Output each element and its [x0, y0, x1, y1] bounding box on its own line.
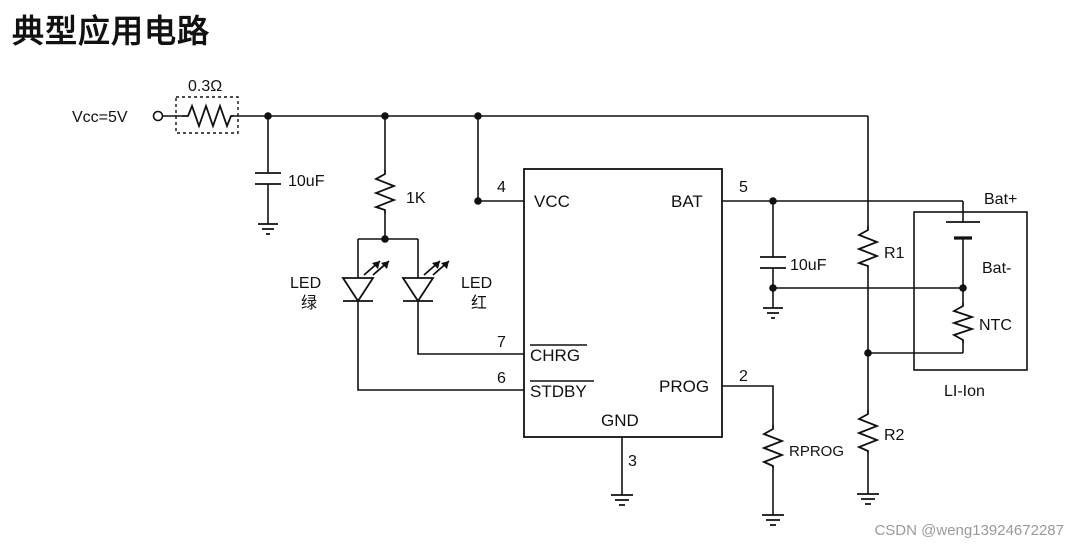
led-red: LED 红: [401, 260, 492, 312]
ground-symbol-3: [857, 493, 879, 505]
ntc-label: NTC: [979, 317, 1012, 334]
ground-symbol-2: [763, 307, 783, 319]
sense-resistor-label: 0.3Ω: [188, 78, 222, 95]
watermark: CSDN @weng13924672287: [874, 522, 1064, 539]
input-capacitor: 10uF: [255, 172, 325, 190]
battery-pack: Bat+ Bat- LI-Ion: [913, 191, 1028, 400]
led-green-label: LED: [290, 275, 321, 292]
wires: [163, 115, 964, 515]
pin-prog-label: PROG: [659, 377, 709, 396]
pin-vcc-label: VCC: [534, 192, 570, 211]
pin-bat-label: BAT: [671, 192, 703, 211]
ground-symbol-ic: [611, 494, 633, 506]
resistor-rprog: RPROG: [761, 425, 844, 468]
rprog-label: RPROG: [789, 443, 844, 460]
pin-5: 5: [739, 179, 748, 196]
pin-chrg-label: CHRG: [530, 346, 580, 365]
pin-2: 2: [739, 368, 748, 385]
resistor-r2: R2: [856, 410, 905, 453]
led-red-color: 红: [471, 294, 487, 312]
bat-minus-label: Bat-: [982, 260, 1011, 277]
r2-label: R2: [884, 427, 905, 444]
sense-resistor: 0.3Ω: [175, 78, 239, 134]
vcc-label: Vcc=5V: [72, 109, 128, 126]
output-capacitor: 10uF: [760, 256, 827, 274]
pin-stdby-label: STDBY: [530, 382, 587, 401]
ground-symbol-4: [762, 514, 784, 526]
led-resistor-label: 1K: [406, 190, 426, 207]
led-resistor: 1K: [373, 170, 426, 213]
pin-gnd-label: GND: [601, 411, 639, 430]
vcc-input: Vcc=5V: [72, 109, 164, 126]
ntc-thermistor: NTC: [951, 303, 1012, 343]
r1-label: R1: [884, 245, 905, 262]
output-capacitor-label: 10uF: [790, 257, 827, 274]
led-red-label: LED: [461, 275, 492, 292]
bat-plus-label: Bat+: [984, 191, 1017, 208]
input-capacitor-label: 10uF: [288, 173, 325, 190]
battery-type-label: LI-Ion: [944, 383, 985, 400]
page-title: 典型应用电路: [12, 12, 211, 50]
led-green-color: 绿: [301, 294, 317, 312]
pin-4: 4: [497, 179, 506, 196]
charger-ic: VCC BAT CHRG STDBY PROG GND: [523, 168, 723, 438]
pin-numbers: 4 5 7 6 2 3: [497, 179, 748, 470]
pin-6: 6: [497, 370, 506, 387]
pin-3: 3: [628, 453, 637, 470]
led-green: LED 绿: [290, 260, 390, 312]
junction-dots: [264, 112, 967, 357]
resistor-r1: R1: [856, 226, 905, 268]
ground-symbol-1: [258, 223, 278, 235]
pin-7: 7: [497, 334, 506, 351]
